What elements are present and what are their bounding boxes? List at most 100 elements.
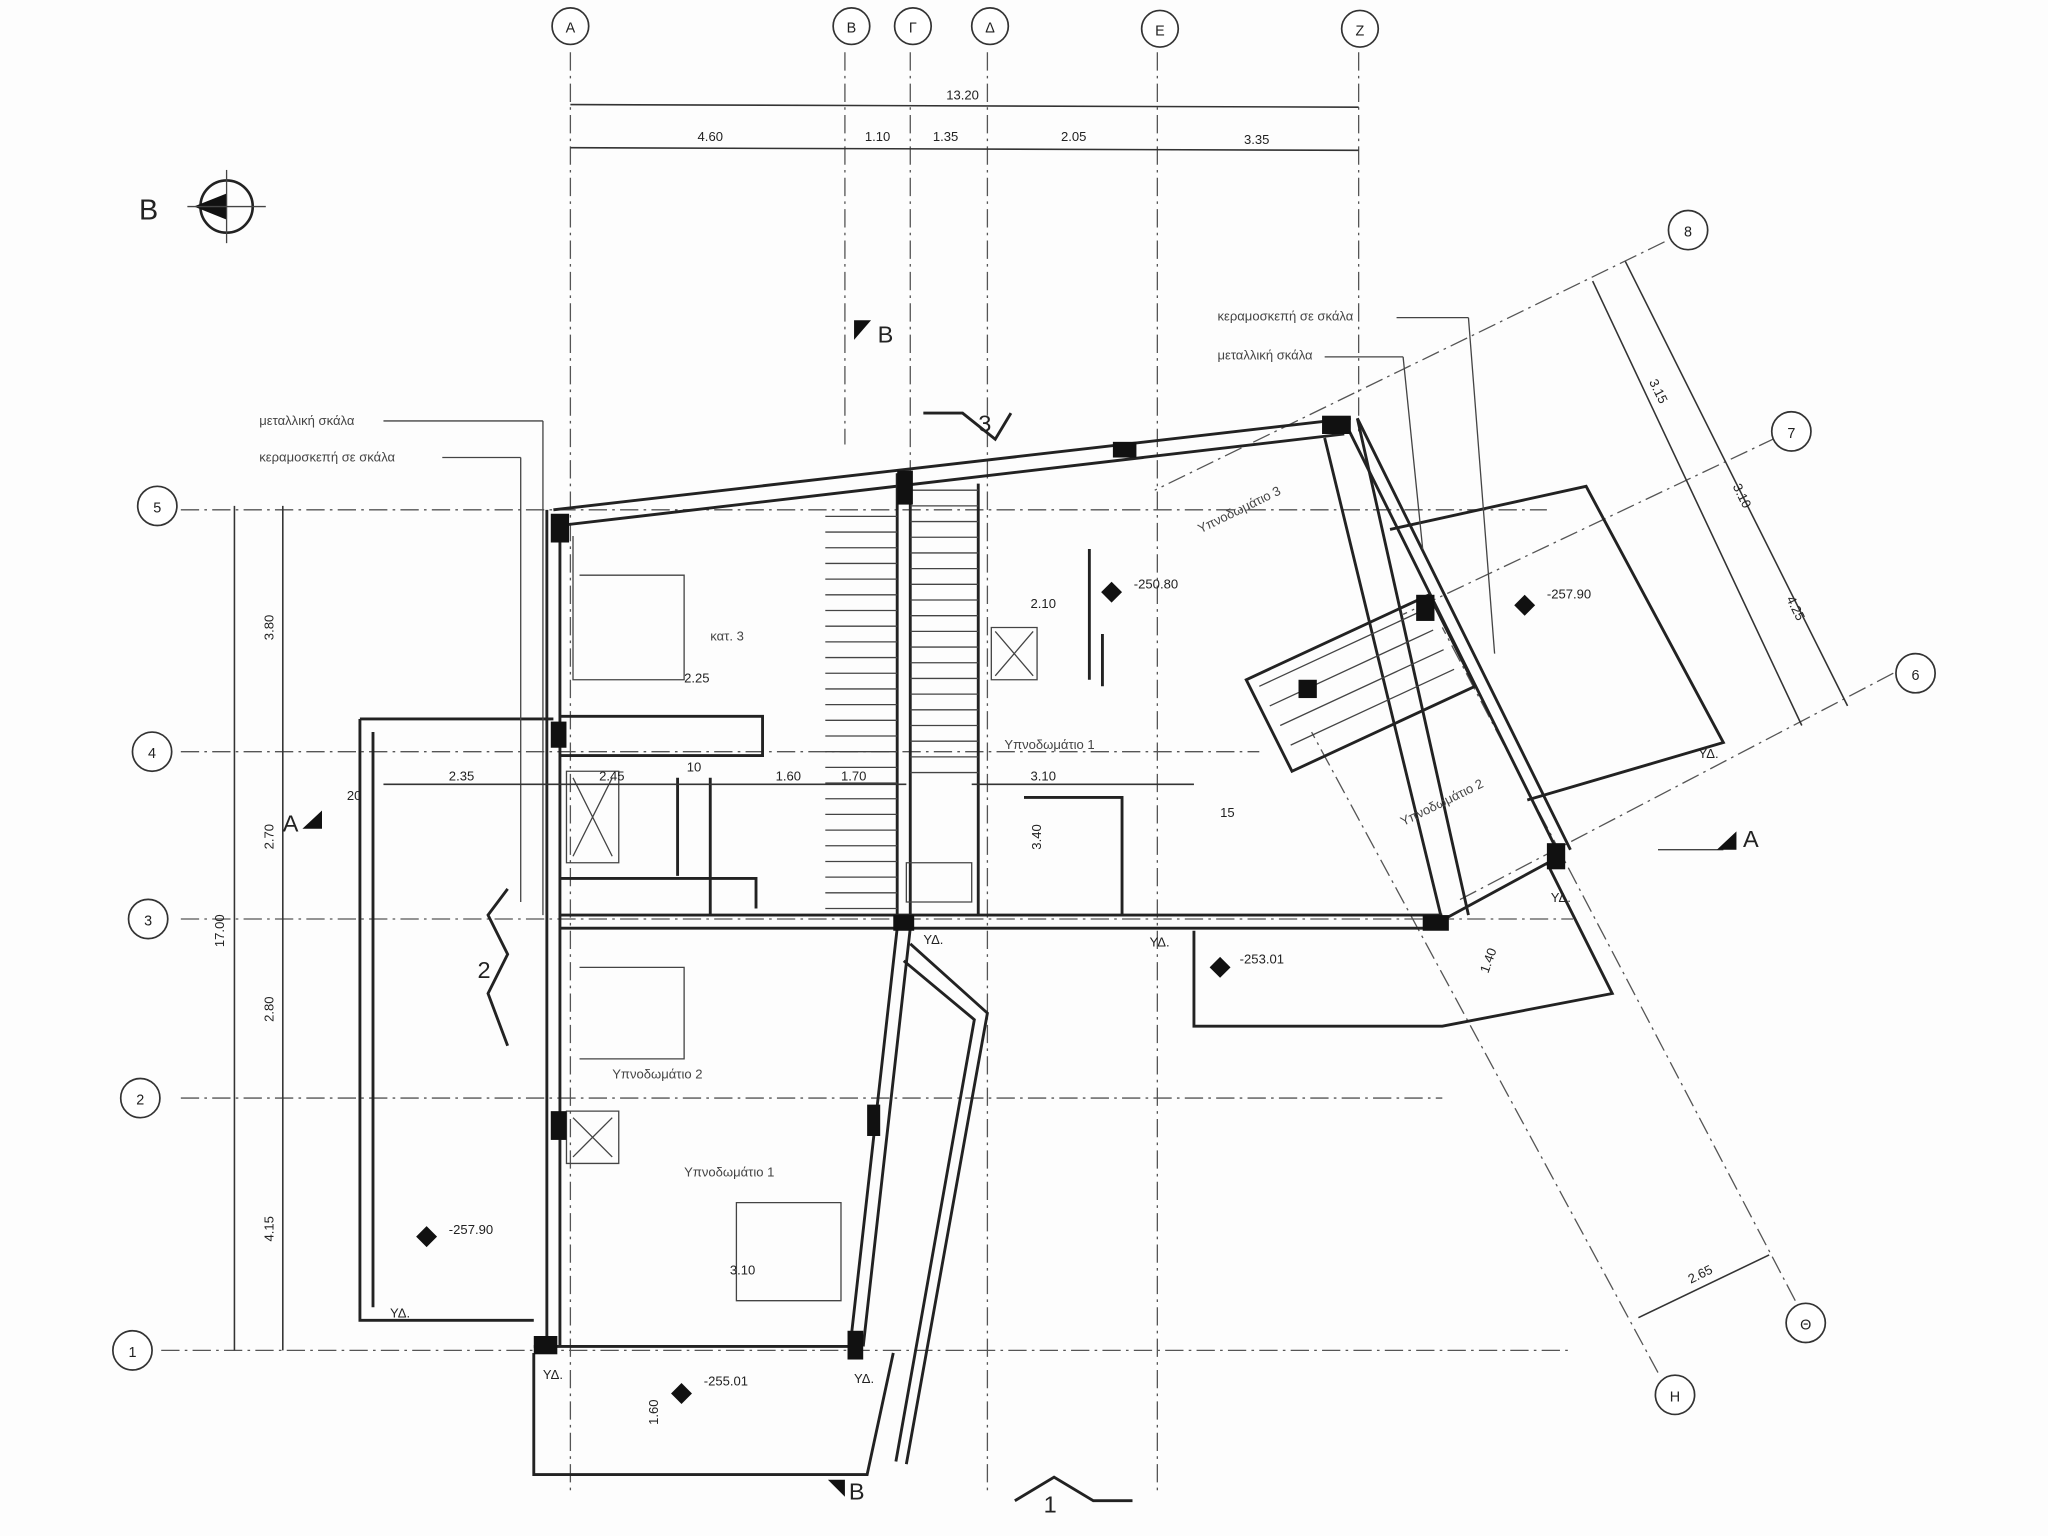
svg-text:2.10: 2.10: [1031, 596, 1056, 611]
svg-text:10: 10: [687, 759, 702, 774]
elevation-marker: -255.01: [671, 1374, 748, 1404]
grid-lines: [161, 52, 1894, 1491]
grid-bubble-row: 2: [119, 1077, 161, 1119]
svg-text:1.10: 1.10: [865, 129, 890, 144]
top-dimensions: 13.20 4.60 1.10 1.35 2.05 3.35: [570, 87, 1359, 152]
svg-text:-257.90: -257.90: [449, 1222, 493, 1237]
svg-text:4.60: 4.60: [698, 129, 723, 144]
svg-text:1: 1: [128, 1345, 136, 1361]
svg-text:Ε: Ε: [1155, 23, 1165, 39]
elevation-marker: -253.01: [1209, 951, 1284, 978]
svg-text:3: 3: [978, 410, 991, 436]
callout-label: κεραμοσκεπή σε σκάλα: [1217, 308, 1353, 323]
grid-bubble-col: Δ: [970, 6, 1010, 46]
svg-text:A: A: [283, 810, 299, 836]
elevation-marker: -250.80: [1101, 576, 1178, 603]
svg-text:2.35: 2.35: [449, 768, 474, 783]
svg-text:17.00: 17.00: [212, 914, 227, 947]
north-label: B: [139, 195, 158, 227]
svg-text:B: B: [849, 1478, 865, 1504]
grid-bubble-row: 5: [136, 485, 178, 527]
svg-text:B: B: [878, 321, 894, 347]
svg-text:1.60: 1.60: [776, 768, 801, 783]
svg-text:6: 6: [1912, 668, 1920, 684]
svg-text:3.10: 3.10: [730, 1263, 755, 1278]
drain-labels: ΥΔ. ΥΔ. ΥΔ. ΥΔ. ΥΔ. ΥΔ. ΥΔ.: [390, 746, 1719, 1386]
svg-text:ΥΔ.: ΥΔ.: [1149, 934, 1169, 949]
svg-text:2: 2: [136, 1093, 144, 1109]
building-walls: [533, 416, 1572, 1353]
svg-text:4.15: 4.15: [262, 1216, 277, 1241]
rotated-dimensions: 3.15 3.10 4.25 2.65: [1591, 261, 1849, 1319]
grid-bubble-col: Α: [551, 6, 590, 46]
svg-text:Β: Β: [847, 21, 857, 37]
room-label: Υπνοδωμάτιο 1: [684, 1165, 774, 1180]
svg-text:Θ: Θ: [1800, 1317, 1811, 1333]
svg-text:3.40: 3.40: [1029, 824, 1044, 849]
grid-bubble-rot: 7: [1770, 410, 1812, 452]
svg-text:1.40: 1.40: [1477, 946, 1500, 975]
grid-bubble-rot: 6: [1895, 652, 1936, 694]
section-markers: A A B B 1 2 3: [283, 320, 1759, 1517]
callout-label: κεραμοσκεπή σε σκάλα: [259, 449, 395, 464]
svg-text:1.35: 1.35: [933, 129, 958, 144]
structural-columns: [533, 415, 1566, 1360]
svg-text:2.80: 2.80: [262, 996, 277, 1021]
grid-bubble-row: 3: [127, 898, 169, 940]
terraces: [358, 484, 1726, 1476]
svg-text:Ζ: Ζ: [1356, 23, 1365, 39]
svg-text:ΥΔ.: ΥΔ.: [543, 1367, 563, 1382]
svg-text:2: 2: [478, 957, 491, 983]
staircase: [825, 489, 979, 910]
svg-text:-250.80: -250.80: [1134, 576, 1178, 591]
grid-bubble-rot: 8: [1667, 209, 1709, 251]
interior-dimensions: 2.35 2.45 1.60 1.70 3.10 2.10 3.40 3.10 …: [347, 596, 1500, 1425]
left-dimensions: 17.00 3.80 2.70 2.80 4.15: [212, 505, 284, 1351]
svg-text:-255.01: -255.01: [704, 1374, 748, 1389]
svg-text:Γ: Γ: [909, 21, 917, 37]
svg-text:3: 3: [144, 914, 152, 930]
grid-bubble-row: 1: [112, 1329, 153, 1371]
svg-text:1.60: 1.60: [646, 1399, 661, 1424]
grid-bubble-col: Ε: [1140, 9, 1180, 48]
grid-bubble-row: 4: [131, 731, 173, 773]
svg-text:3.10: 3.10: [1031, 768, 1056, 783]
svg-text:2.70: 2.70: [262, 824, 277, 849]
svg-text:Δ: Δ: [985, 21, 995, 37]
svg-text:-257.90: -257.90: [1547, 587, 1591, 602]
grid-bubble-col: Γ: [893, 6, 933, 46]
svg-text:13.20: 13.20: [946, 87, 979, 102]
svg-text:3.10: 3.10: [1730, 481, 1755, 510]
svg-text:15: 15: [1220, 805, 1235, 820]
svg-text:5: 5: [153, 500, 161, 516]
svg-text:1.70: 1.70: [841, 768, 866, 783]
svg-text:ΥΔ.: ΥΔ.: [1551, 890, 1571, 905]
grid-bubble-rot: Η: [1654, 1374, 1696, 1416]
room-label: κατ. 3: [710, 629, 744, 644]
elevation-marker: -257.90: [1514, 587, 1591, 616]
svg-text:2.05: 2.05: [1061, 129, 1086, 144]
room-label: Υπνοδωμάτιο 2: [612, 1066, 702, 1081]
svg-text:2.45: 2.45: [599, 768, 624, 783]
room-labels: Υπνοδωμάτιο 1 Υπνοδωμάτιο 2 Υπνοδωμάτιο …: [612, 483, 1485, 1180]
svg-text:3.35: 3.35: [1244, 132, 1269, 147]
svg-text:2.25: 2.25: [684, 670, 709, 685]
svg-text:4: 4: [148, 746, 156, 762]
callout-label: μεταλλική σκάλα: [259, 413, 355, 428]
svg-text:ΥΔ.: ΥΔ.: [1699, 746, 1719, 761]
svg-text:Α: Α: [566, 21, 576, 37]
grid-bubble-col: Β: [832, 6, 871, 46]
svg-text:20: 20: [347, 788, 362, 803]
svg-text:ΥΔ.: ΥΔ.: [923, 932, 943, 947]
svg-text:-253.01: -253.01: [1240, 951, 1284, 966]
callouts: μεταλλική σκάλα κεραμοσκεπή σε σκάλα κερ…: [259, 308, 1496, 916]
svg-text:7: 7: [1787, 426, 1795, 442]
svg-text:ΥΔ.: ΥΔ.: [854, 1371, 874, 1386]
svg-text:ΥΔ.: ΥΔ.: [390, 1306, 410, 1321]
elevation-markers: -250.80 -257.90 -253.01 -257.90 -255.01: [416, 576, 1591, 1404]
north-arrow: B: [139, 169, 266, 244]
grid-bubble-col: Ζ: [1340, 9, 1380, 48]
svg-text:Η: Η: [1670, 1389, 1680, 1405]
svg-text:3.80: 3.80: [262, 615, 277, 640]
svg-text:8: 8: [1684, 225, 1692, 241]
